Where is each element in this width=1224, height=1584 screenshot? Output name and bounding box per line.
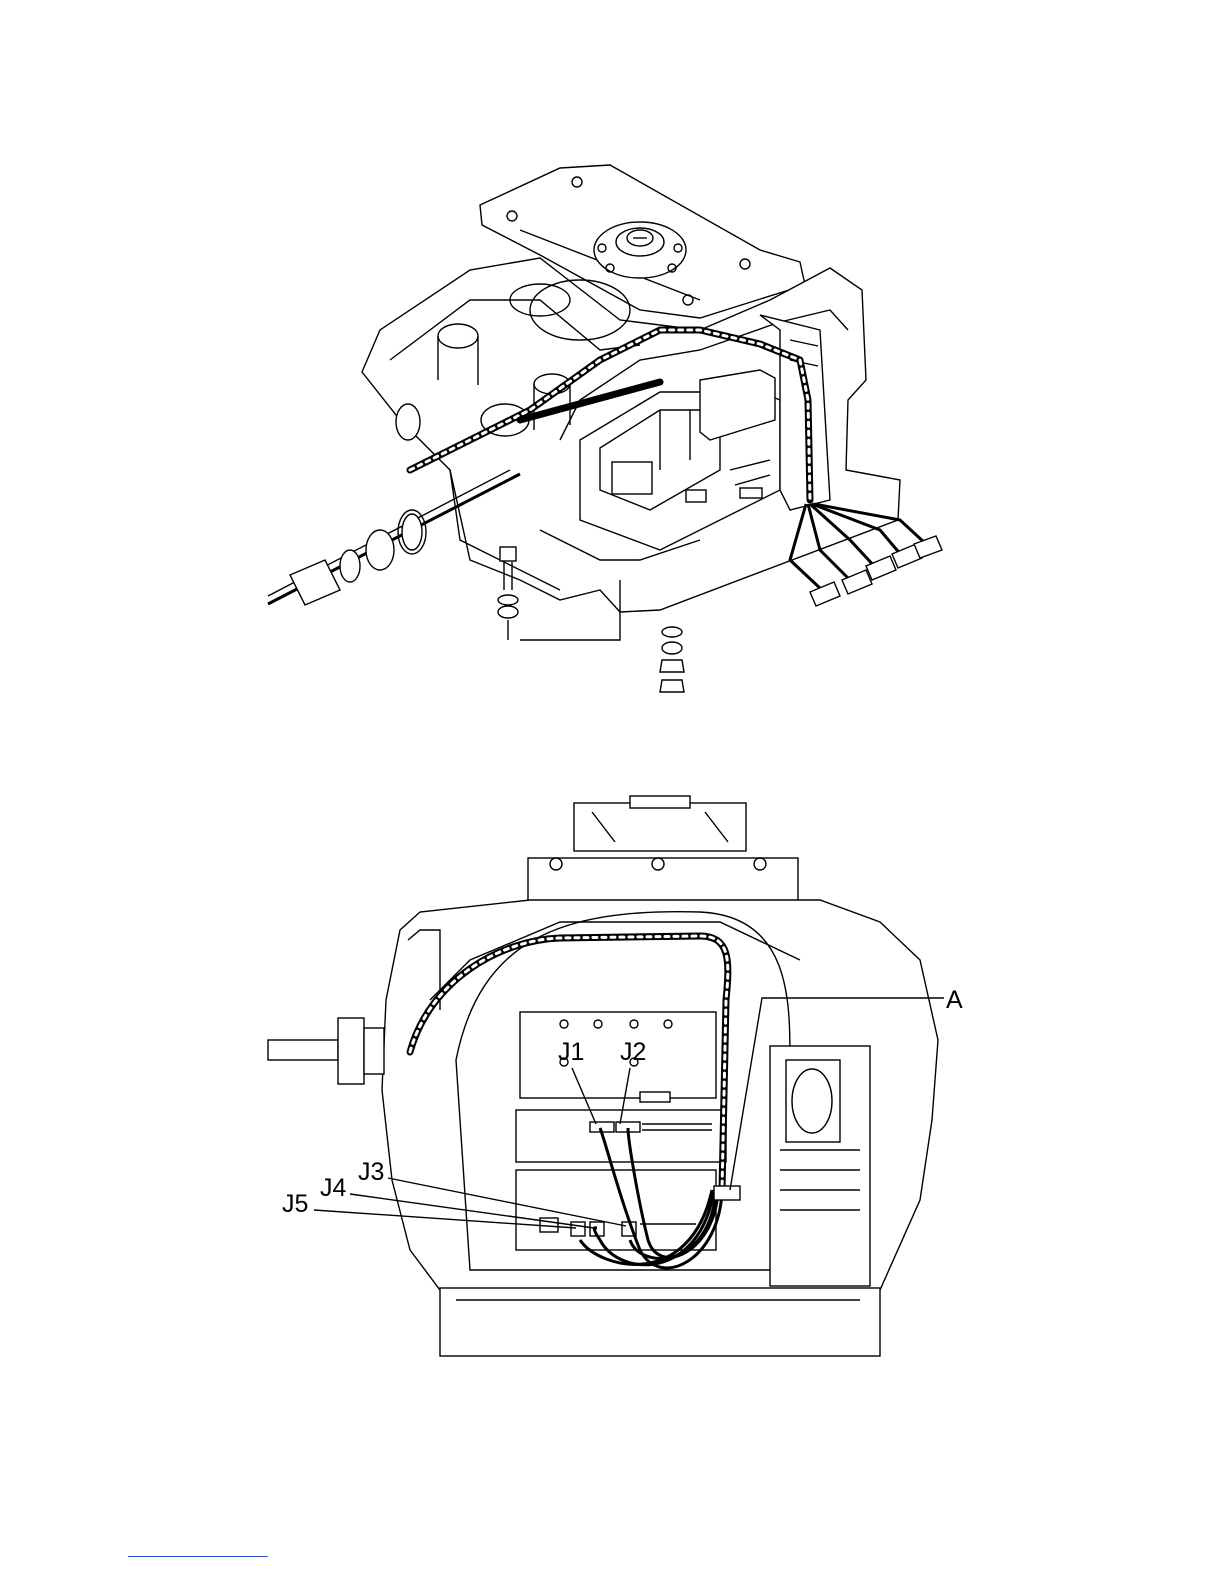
terminal-compartment <box>770 1046 870 1286</box>
callout-j1: J1 <box>558 1038 584 1066</box>
callout-a: A <box>946 986 963 1014</box>
connector-plug <box>914 536 942 558</box>
callout-j4: J4 <box>320 1174 347 1202</box>
callout-j5: J5 <box>282 1190 308 1218</box>
footer-divider <box>128 1556 268 1557</box>
gland-seal <box>366 530 394 570</box>
gland-washer <box>340 550 360 582</box>
lock-washer <box>402 514 422 550</box>
callout-j3: J3 <box>358 1158 384 1186</box>
callout-j2: J2 <box>620 1038 646 1066</box>
top-cover <box>528 796 798 908</box>
connector-plug <box>810 582 840 606</box>
cable-entry <box>268 1018 384 1084</box>
actuator-isometric-figure <box>0 150 1224 710</box>
connector-plug <box>842 570 872 594</box>
upper-control-board <box>516 1012 726 1162</box>
connector-j5 <box>571 1222 585 1236</box>
actuator-isometric-drawing <box>0 150 1224 710</box>
nut-and-washer-stack-right <box>660 627 684 692</box>
actuator-front-view-drawing: A J1 J2 J3 J4 J5 <box>0 790 1224 1370</box>
drive-hub <box>594 222 686 278</box>
base-foot <box>440 1288 880 1356</box>
actuator-front-view-figure: A J1 J2 J3 J4 J5 <box>0 790 1224 1370</box>
harness-clamp <box>714 1186 740 1200</box>
connector-plug <box>866 556 896 580</box>
gland-nut <box>290 560 340 605</box>
